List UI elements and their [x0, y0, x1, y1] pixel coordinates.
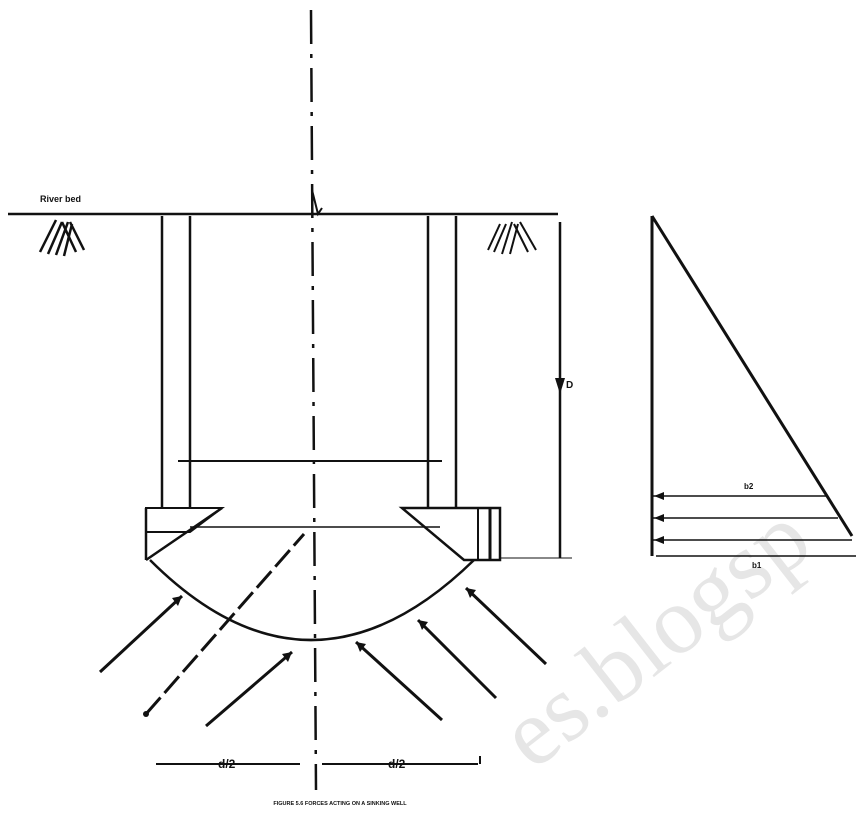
pressure-lower-label: b1 [752, 561, 762, 570]
bottom-plug-arc [149, 559, 475, 642]
half-width-right-label: d/2 [388, 757, 406, 771]
curb-left-cutting-edge [145, 506, 223, 562]
half-width-left-label: d/2 [218, 757, 236, 771]
soil-hatch-right [487, 221, 537, 255]
soil-hatch-left [38, 219, 86, 257]
depth-label: D [566, 380, 573, 391]
watermark-text: es.blogsp [480, 482, 830, 788]
figure-caption: FIGURE 5.6 FORCES ACTING ON A SINKING WE… [273, 801, 407, 807]
depth-arrow-icon [555, 378, 565, 394]
pressure-diagram-hypotenuse [650, 215, 854, 537]
watermark: es.blogsp [480, 482, 830, 788]
curb-right [398, 506, 502, 562]
soil-reaction-arrows [98, 533, 548, 728]
curb-left-top [145, 507, 225, 533]
center-axis-line [309, 9, 318, 791]
river-bed-label: River bed [40, 194, 81, 204]
pressure-arrowhead-icons [654, 492, 664, 544]
arrowhead-icons [143, 588, 476, 717]
pressure-upper-label: b2 [744, 482, 754, 491]
water-level-mark [311, 189, 323, 217]
